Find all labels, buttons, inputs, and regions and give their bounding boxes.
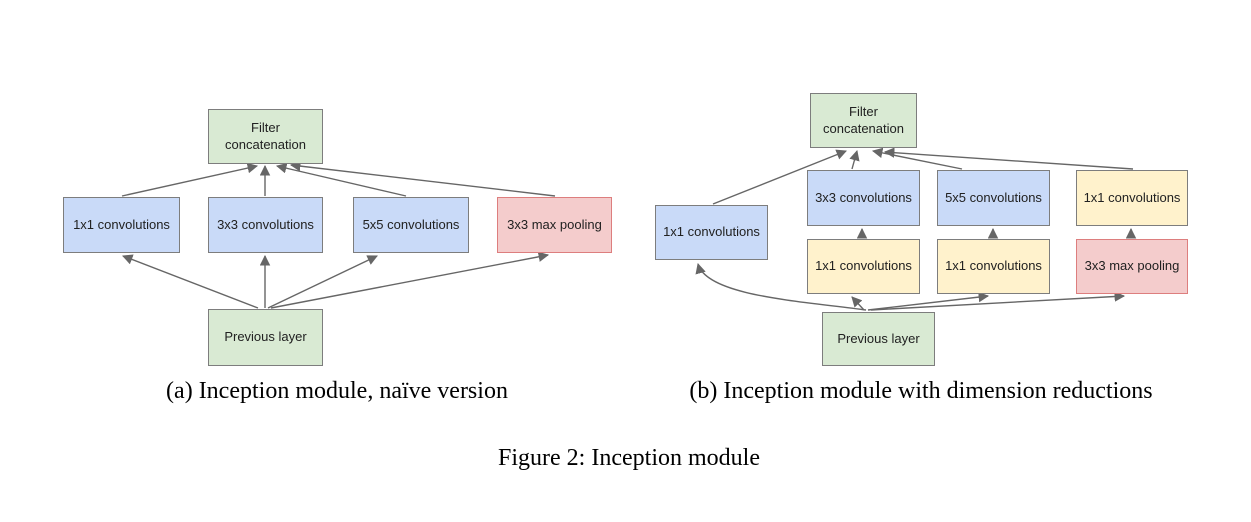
arrow-connector [289,160,556,197]
arrow-connector [870,291,1126,311]
arrow-connector [849,149,860,170]
a-filter-concatenation-box: Filter concatenation [208,109,323,164]
a-max-pooling-box: 3x3 max pooling [497,197,612,253]
arrow-connector [122,254,259,309]
arrow-connector [270,251,550,309]
arrow-connector [871,147,963,170]
b-previous-layer-box: Previous layer [822,312,935,366]
subcaption-b: (b) Inception module with dimension redu… [689,378,1153,404]
figure-caption: Figure 2: Inception module [498,445,760,471]
arrow-connector [121,162,259,197]
b-max-pooling-box: 3x3 max pooling [1076,239,1188,294]
arrow-connector [851,296,865,311]
b-conv-1x1-reduce-3x3-box: 1x1 convolutions [807,239,920,294]
b-filter-concatenation-box: Filter concatenation [810,93,917,148]
b-conv-5x5-box: 5x5 convolutions [937,170,1050,226]
b-conv-1x1-left-box: 1x1 convolutions [655,205,768,260]
b-conv-3x3-box: 3x3 convolutions [807,170,920,226]
arrow-connector [267,255,378,309]
a-conv-5x5-box: 5x5 convolutions [353,197,469,253]
arrow-connector [867,291,990,311]
subcaption-a: (a) Inception module, naïve version [166,378,508,404]
arrow-connector [275,163,407,197]
b-conv-1x1-after-pool-box: 1x1 convolutions [1076,170,1188,226]
a-conv-3x3-box: 3x3 convolutions [208,197,323,253]
b-conv-1x1-reduce-5x5-box: 1x1 convolutions [937,239,1050,294]
arrow-connector [883,147,1134,170]
a-previous-layer-box: Previous layer [208,309,323,366]
a-conv-1x1-box: 1x1 convolutions [63,197,180,253]
